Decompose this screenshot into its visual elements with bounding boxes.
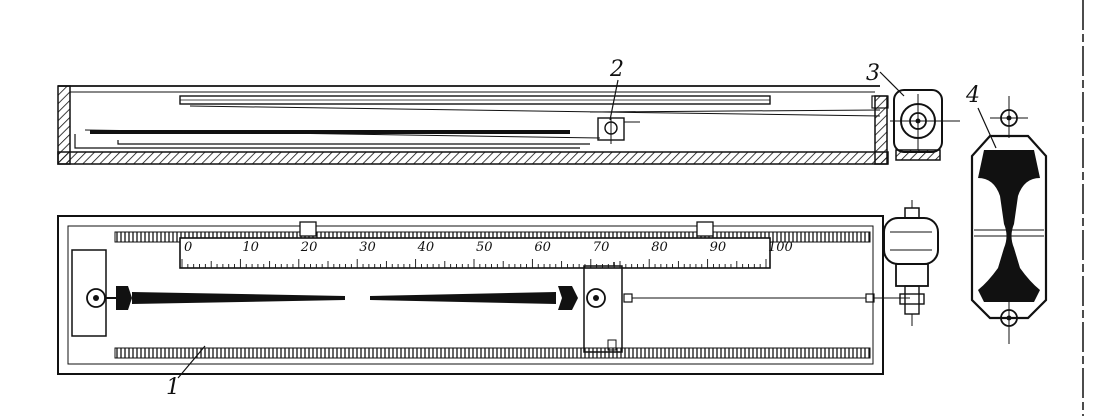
callout-2-label: 2 [609,57,624,82]
motor-side-view [890,89,960,161]
plan-outer-frame [57,215,884,375]
scale-label-30: 30 [359,240,376,255]
section-bottom-wall [57,151,889,165]
graduated-scale [179,237,771,269]
plan-view: 0 10 20 30 40 50 60 70 80 90 100 [57,215,910,375]
callout-4-label: 4 [965,83,980,108]
fixed-end-block [71,249,107,337]
scale-label-80: 80 [651,240,668,255]
plan-specimen-right [370,292,556,304]
scale-labels: 0 10 20 30 40 50 60 70 80 90 100 [184,240,793,255]
scale-label-20: 20 [300,240,318,255]
scale-label-50: 50 [476,240,493,255]
dumbbell-specimen [970,96,1048,344]
scale-label-70: 70 [593,240,610,255]
scale-label-10: 10 [242,240,259,255]
side-section-view [57,85,889,165]
specimen-body [978,150,1040,302]
scale-label-0: 0 [184,240,192,255]
scale-label-100: 100 [768,240,793,255]
scale-label-60: 60 [534,240,551,255]
callout-3: 3 [866,61,905,97]
callout-4: 4 [965,83,997,149]
scale-ticks [181,259,767,268]
section-specimen [90,130,570,134]
plan-bottom-rail [114,347,871,359]
callout-1: 1 [166,345,206,400]
right-grip [558,286,578,310]
scale-label-90: 90 [710,240,727,255]
left-grip [116,286,132,310]
plan-specimen-left [132,292,345,304]
section-right-wall [874,95,888,165]
callout-1-label: 1 [166,375,180,400]
callout-2: 2 [609,57,624,121]
carriage [583,265,623,353]
callout-3-label: 3 [866,61,880,86]
scale-label-40: 40 [417,240,435,255]
motor-plan-view [883,200,939,326]
